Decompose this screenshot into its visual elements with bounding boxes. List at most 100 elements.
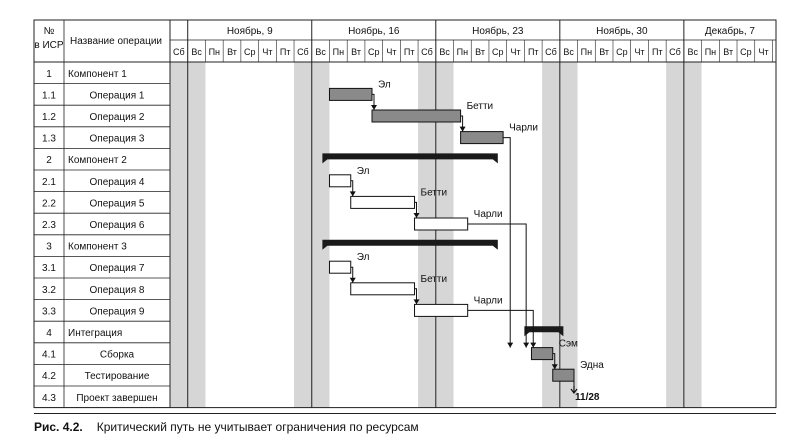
day-label: Вс	[191, 47, 202, 57]
row-name: Операция 6	[90, 220, 145, 231]
id-col-header-line2: в ИСР	[34, 40, 64, 51]
weekend-shade	[559, 62, 578, 408]
day-label: Ср	[492, 47, 504, 57]
weekend-shade	[542, 62, 560, 408]
row-name: Проект завершен	[76, 393, 157, 404]
link-arrowhead	[413, 299, 420, 305]
link-arrowhead	[551, 364, 558, 370]
day-label: Пн	[209, 47, 220, 57]
day-label: Чт	[634, 47, 644, 57]
week-label: Ноябрь, 30	[596, 25, 648, 37]
weekend-shade	[311, 62, 330, 408]
day-label: Ср	[244, 47, 256, 57]
task-bar	[350, 282, 416, 296]
dependency-link	[350, 266, 354, 283]
row-id: 4.2	[42, 371, 56, 382]
task-bar	[328, 174, 352, 188]
resource-label: Эл	[357, 252, 370, 263]
day-label: Сб	[669, 47, 681, 57]
dependency-links	[349, 93, 575, 386]
row-id: 1.1	[42, 90, 56, 101]
row-id: 3.1	[42, 263, 56, 274]
link-arrowhead	[413, 213, 420, 218]
day-label: Пн	[705, 47, 716, 57]
weekend-shade	[683, 62, 702, 408]
resource-label: Чарли	[509, 123, 538, 134]
row-name: Компонент 1	[68, 69, 127, 80]
summary-bar	[524, 326, 564, 337]
task-bar	[350, 195, 416, 209]
day-label: Сб	[173, 47, 185, 57]
weekend-shade	[170, 62, 188, 408]
resource-label: Бетти	[467, 101, 494, 112]
row-id: 2.3	[42, 220, 56, 231]
row-id: 3.2	[42, 285, 56, 296]
dependency-link	[467, 309, 534, 348]
dependency-link	[467, 223, 527, 348]
task-bar	[460, 131, 504, 145]
id-col-header-line1: №	[44, 26, 55, 37]
dependency-link	[372, 93, 375, 110]
row-name: Сборка	[100, 349, 135, 361]
link-arrowhead	[349, 277, 356, 283]
day-label: Пт	[280, 47, 291, 57]
day-label: Вс	[687, 47, 698, 57]
task-bar	[530, 347, 554, 361]
day-label: Вт	[599, 47, 609, 57]
caption-label: Рис. 4.2.	[34, 420, 83, 434]
weekend-shade	[435, 62, 454, 408]
day-label: Вс	[439, 47, 450, 57]
day-label: Пн	[581, 47, 592, 57]
row-name: Компонент 3	[68, 242, 127, 253]
day-label: Ср	[368, 47, 380, 57]
day-label: Пт	[404, 47, 415, 57]
link-arrowhead	[507, 342, 514, 348]
day-label: Вт	[227, 47, 237, 57]
weekend-shade	[418, 62, 436, 408]
row-id: 3	[46, 242, 52, 253]
day-label: Вт	[723, 47, 733, 57]
day-label: Сб	[421, 47, 433, 57]
row-name: Операция 1	[90, 90, 145, 101]
gantt-grid	[33, 19, 777, 409]
task-bar	[328, 260, 352, 274]
day-label: Чт	[510, 47, 520, 57]
dependency-link	[460, 115, 464, 132]
figure-caption: Рис. 4.2.Критический путь не учитывает о…	[34, 420, 419, 434]
row-id: 2.1	[42, 177, 56, 188]
task-bars: ЭлБеттиЧарлиЭлБеттиЧарлиЭлБеттиЧарлиСэмЭ…	[322, 79, 604, 403]
day-label: Вт	[475, 47, 485, 57]
row-name: Интеграция	[68, 328, 122, 339]
row-name: Операция 4	[90, 177, 145, 188]
row-name: Операция 5	[90, 198, 145, 209]
task-bar	[552, 368, 575, 382]
row-name: Операция 7	[90, 263, 145, 274]
link-arrowhead	[530, 342, 537, 348]
task-bar	[414, 303, 469, 317]
row-id: 4.3	[42, 393, 56, 404]
link-arrowhead	[459, 126, 466, 132]
task-bar	[371, 109, 462, 123]
resource-label: Чарли	[474, 209, 503, 220]
resource-label: Эдна	[580, 360, 604, 371]
table-frame	[33, 19, 777, 409]
task-bar	[414, 217, 469, 231]
link-arrowhead	[371, 105, 377, 110]
row-id: 4.1	[42, 350, 56, 361]
day-headers: Сб Вс Пн Вт Ср Чт Пт Сб Вс Пн Вт Ср Чт Пт Сб Вс Пн Вт Ср Чт…	[173, 47, 769, 57]
resource-label: Эл	[357, 166, 370, 177]
resource-label: Бетти	[421, 274, 448, 285]
resource-label: Сэм	[559, 339, 578, 350]
day-label: Чт	[386, 47, 396, 57]
day-label: Вс	[315, 47, 326, 57]
day-label: Пт	[528, 47, 539, 57]
week-label: Ноябрь, 9	[227, 25, 273, 37]
milestone-marker	[570, 386, 578, 394]
link-arrowhead	[349, 191, 356, 197]
day-label: Сб	[545, 47, 557, 57]
row-name: Операция 8	[90, 285, 145, 296]
day-label: Чт	[262, 47, 272, 57]
milestone-label: 11/28	[575, 392, 600, 403]
day-label: Сб	[297, 47, 309, 57]
